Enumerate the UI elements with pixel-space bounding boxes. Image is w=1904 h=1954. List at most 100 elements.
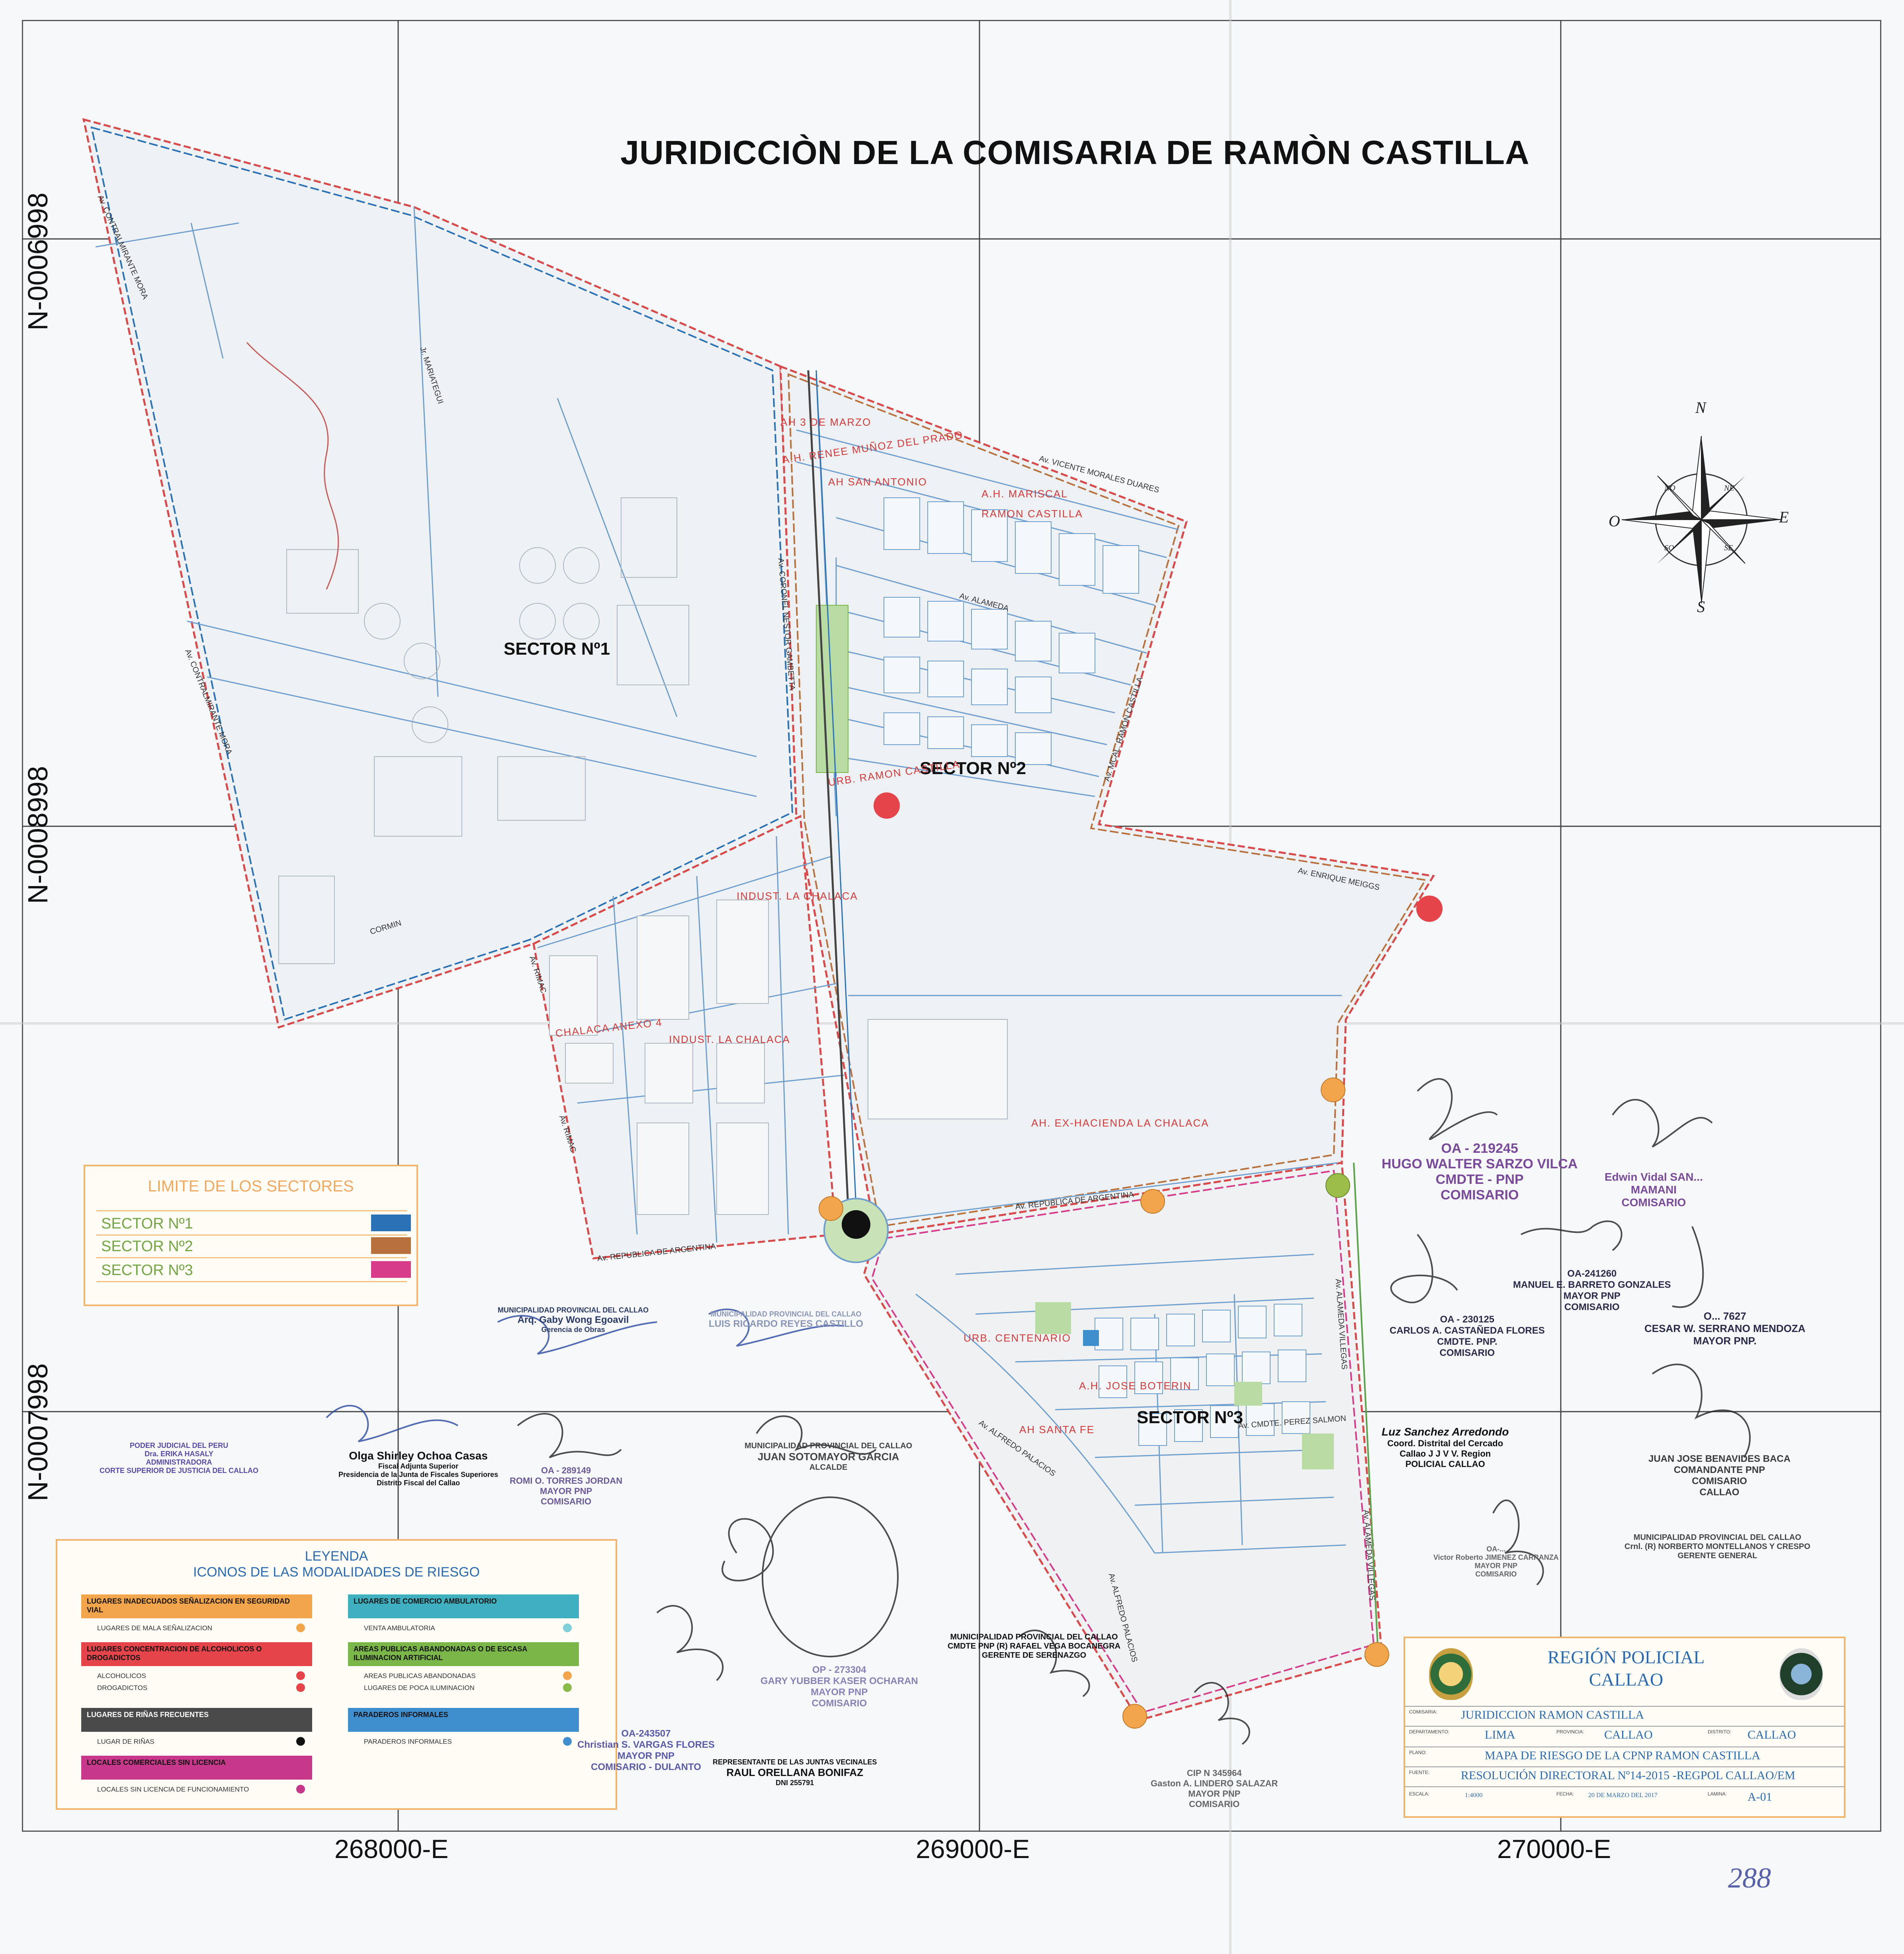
place-label: AH 3 DE MARZO <box>780 416 872 428</box>
signage-dot-icon <box>296 1623 305 1632</box>
title-row: DEPARTAMENTO: LIMA PROVINCIA: CALLAO DIS… <box>1405 1726 1844 1741</box>
risk-marker-signage <box>1364 1642 1389 1667</box>
risk-marker-signage <box>819 1196 843 1221</box>
fights-dot-icon <box>296 1737 305 1746</box>
place-label: AH SAN ANTONIO <box>828 476 927 488</box>
place-label: RAMON CASTILLA <box>981 508 1083 520</box>
legend-title: LEYENDA <box>305 1549 368 1564</box>
legend-band: AREAS PUBLICAS ABANDONADAS O DE ESCASA I… <box>348 1642 579 1666</box>
easting-label: 269000-E <box>916 1834 1030 1864</box>
limits-row-label: SECTOR Nº2 <box>101 1238 193 1255</box>
map-frame <box>22 20 1881 1832</box>
abandoned-areas-dot-icon <box>563 1671 572 1680</box>
street-vending-dot-icon <box>563 1623 572 1632</box>
police-emblem-icon <box>1429 1648 1473 1700</box>
map-title: JURIDICCIÒN DE LA COMISARIA DE RAMÒN CAS… <box>620 134 1530 171</box>
legend-item: AREAS PUBLICAS ABANDONADAS <box>364 1672 476 1680</box>
legend-item: VENTA AMBULATORIA <box>364 1624 435 1632</box>
place-label: INDUST. LA CHALACA <box>737 890 858 902</box>
sector-3-label: SECTOR Nº3 <box>1137 1408 1243 1427</box>
place-label: A.H. JOSE BOTERIN <box>1079 1380 1192 1392</box>
compass-west-label: O <box>1609 512 1620 530</box>
compass-se-label: SE <box>1724 544 1733 552</box>
place-label: AH SANTA FE <box>1019 1424 1095 1436</box>
legend-band: LOCALES COMERCIALES SIN LICENCIA <box>81 1756 312 1780</box>
legend-subtitle: ICONOS DE LAS MODALIDADES DE RIESGO <box>193 1565 480 1580</box>
title-row: FUENTE: RESOLUCIÓN DIRECTORAL Nº14-2015 … <box>1405 1766 1844 1782</box>
place-label: URB. CENTENARIO <box>964 1332 1071 1344</box>
unlicensed-dot-icon <box>296 1785 305 1794</box>
sector-2-boundary <box>779 365 1435 1236</box>
northing-label: N-0008998 <box>22 766 53 904</box>
legend-band: LUGARES DE COMERCIO AMBULATORIO <box>348 1594 579 1618</box>
risk-marker-lighting <box>1325 1173 1350 1198</box>
legend-item: LOCALES SIN LICENCIA DE FUNCIONAMIENTO <box>97 1786 249 1793</box>
sector-limits-legend: LIMITE DE LOS SECTORES SECTOR Nº1 SECTOR… <box>84 1165 418 1306</box>
informal-stops-dot-icon <box>563 1737 572 1746</box>
compass-so-label: SO <box>1664 544 1674 552</box>
compass-rose <box>1621 436 1781 604</box>
low-lighting-dot-icon <box>563 1683 572 1692</box>
place-label: AH. EX-HACIENDA LA CHALACA <box>1031 1117 1209 1129</box>
sector-3-boundary <box>863 1162 1383 1721</box>
risk-marker-signage <box>1122 1704 1147 1729</box>
compass-east-label: E <box>1779 508 1789 526</box>
risk-marker-alcoholics <box>874 792 900 819</box>
limits-row: SECTOR Nº2 <box>96 1234 411 1258</box>
legend-band: PARADEROS INFORMALES <box>348 1708 579 1732</box>
risk-marker-alcoholics <box>1416 896 1443 922</box>
risk-marker-fights <box>842 1210 870 1239</box>
easting-label: 270000-E <box>1497 1834 1611 1864</box>
risk-legend: LEYENDA ICONOS DE LAS MODALIDADES DE RIE… <box>56 1539 617 1810</box>
alcoholics-dot-icon <box>296 1671 305 1680</box>
compass-ne-label: NE <box>1724 484 1734 493</box>
sector-3-swatch <box>371 1261 411 1278</box>
limits-row: SECTOR Nº1 <box>96 1210 411 1236</box>
legend-item: LUGARES DE POCA ILUMINACION <box>364 1684 475 1692</box>
place-label: INDUST. LA CHALACA <box>669 1033 790 1045</box>
limits-row: SECTOR Nº3 <box>96 1258 411 1282</box>
sector-1-swatch <box>371 1215 411 1231</box>
limits-row-label: SECTOR Nº1 <box>101 1215 193 1232</box>
compass-north-label: N <box>1695 399 1706 417</box>
sector-2-swatch <box>371 1237 411 1254</box>
page-number: 288 <box>1728 1862 1771 1894</box>
legend-item: LUGAR DE RIÑAS <box>97 1738 154 1745</box>
risk-marker-signage <box>1140 1189 1165 1214</box>
sector-2-label: SECTOR Nº2 <box>920 759 1026 778</box>
region-title: REGIÓN POLICIAL CALLAO <box>1547 1647 1705 1690</box>
northing-label: N-0006998 <box>22 192 53 331</box>
drug-users-dot-icon <box>296 1683 305 1692</box>
compass-south-label: S <box>1697 598 1705 616</box>
easting-label: 268000-E <box>334 1834 449 1864</box>
limits-row-label: SECTOR Nº3 <box>101 1262 193 1279</box>
legend-band: LUGARES INADECUADOS SEÑALIZACION EN SEGU… <box>81 1594 312 1618</box>
sector-1-label: SECTOR Nº1 <box>504 639 610 659</box>
title-block: REGIÓN POLICIAL CALLAO COMISARIA: JURIDI… <box>1404 1637 1845 1818</box>
limits-header: LIMITE DE LOS SECTORES <box>148 1177 354 1195</box>
legend-band: LUGARES CONCENTRACION DE ALCOHOLICOS O D… <box>81 1642 312 1666</box>
signature-scribbles <box>517 1078 1751 1745</box>
risk-marker-signage <box>1321 1078 1345 1102</box>
compass-no-label: NO <box>1664 484 1675 493</box>
northing-label: N-0007998 <box>22 1363 53 1501</box>
title-row: COMISARIA: JURIDICCION RAMON CASTILLA <box>1405 1706 1844 1721</box>
comisaria-value: JURIDICCION RAMON CASTILLA <box>1461 1708 1644 1721</box>
